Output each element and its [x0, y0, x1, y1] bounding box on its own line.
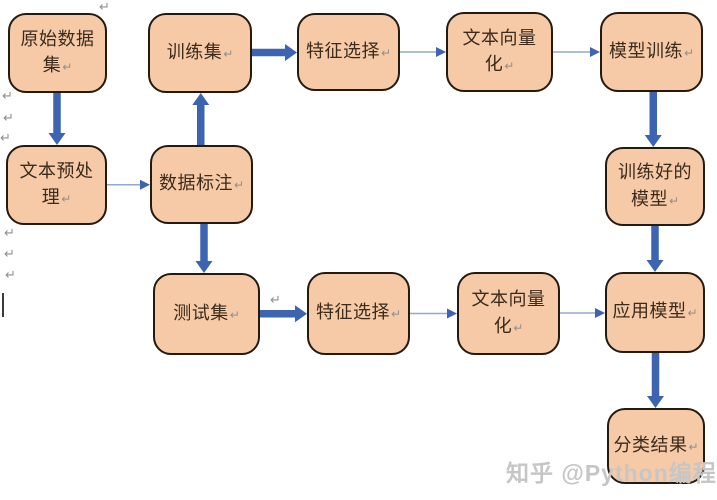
node-label: 数据标注↵ — [156, 171, 247, 197]
return-mark-icon: ↵ — [504, 59, 515, 73]
node-label: 特征选择↵ — [303, 39, 394, 65]
node-model-training: 模型训练↵ — [600, 12, 703, 92]
return-mark-icon: ↵ — [687, 306, 698, 321]
node-text: 应用模型 — [612, 301, 687, 323]
node-label: 分类结果↵ — [610, 433, 701, 459]
watermark: 知乎 @Python编程 — [506, 460, 717, 486]
node-text: 文本向量 化 — [471, 289, 546, 337]
node-text: 测试集 — [173, 302, 229, 324]
node-apply-model: 应用模型↵ — [605, 272, 705, 353]
node-feature-selection-top: 特征选择↵ — [297, 13, 400, 91]
node-text: 特征选择 — [315, 302, 390, 324]
node-feature-selection-bottom: 特征选择↵ — [307, 272, 410, 355]
return-mark-icon: ↵ — [4, 247, 15, 262]
node-text: 分类结果 — [613, 434, 688, 456]
node-label: 文本向量 化↵ — [469, 287, 549, 339]
node-label: 文本向量 化↵ — [460, 26, 540, 78]
node-text-vectorization-bottom: 文本向量 化↵ — [457, 272, 560, 355]
node-label: 特征选择↵ — [313, 300, 404, 326]
node-text: 数据标注 — [158, 173, 233, 195]
return-mark-icon: ↵ — [668, 193, 680, 208]
node-label: 应用模型↵ — [609, 299, 700, 325]
node-text: 文本预处 理 — [19, 160, 94, 208]
return-mark-icon: ↵ — [390, 307, 402, 322]
return-mark-icon: ↵ — [233, 178, 245, 193]
node-text: 文本向量 化 — [462, 27, 537, 75]
return-mark-icon: ↵ — [62, 60, 73, 74]
caret-mark — [2, 293, 4, 317]
return-mark-icon: ↵ — [0, 131, 11, 146]
return-mark-icon: ↵ — [99, 0, 110, 15]
return-mark-icon: ↵ — [513, 320, 524, 335]
return-mark-icon: ↵ — [223, 46, 234, 61]
return-mark-icon: ↵ — [270, 293, 281, 308]
node-classification-result: 分类结果↵ — [607, 408, 705, 484]
return-mark-icon: ↵ — [2, 89, 13, 104]
return-mark-icon: ↵ — [688, 439, 699, 454]
return-mark-icon: ↵ — [4, 226, 15, 241]
node-test-set: 测试集↵ — [153, 273, 260, 355]
node-original-dataset: 原始数据 集↵ — [8, 13, 107, 93]
node-text: 训练集 — [166, 41, 223, 63]
return-mark-icon: ↵ — [380, 45, 392, 60]
node-training-set: 训练集↵ — [148, 13, 252, 93]
node-trained-model: 训练好的 模型↵ — [605, 147, 705, 226]
node-label: 原始数据 集↵ — [18, 27, 98, 79]
node-text: 特征选择 — [305, 40, 380, 62]
node-label: 测试集↵ — [170, 301, 243, 327]
return-mark-icon: ↵ — [5, 268, 16, 283]
node-text: 原始数据 集 — [20, 28, 95, 76]
return-mark-icon: ↵ — [3, 111, 14, 126]
node-text-vectorization-top: 文本向量 化↵ — [446, 12, 553, 92]
node-text: 训练好的 模型 — [618, 162, 692, 210]
node-text-preprocessing: 文本预处 理↵ — [6, 145, 107, 225]
node-label: 模型训练↵ — [606, 39, 697, 65]
return-mark-icon: ↵ — [61, 192, 72, 206]
node-text: 模型训练 — [608, 40, 683, 62]
return-mark-icon: ↵ — [683, 45, 695, 60]
node-label: 训练集↵ — [164, 40, 237, 66]
node-label: 训练好的 模型↵ — [615, 160, 695, 212]
return-mark-icon: ↵ — [229, 307, 240, 322]
node-label: 文本预处 理↵ — [17, 159, 97, 211]
node-data-annotation: 数据标注↵ — [150, 145, 253, 224]
